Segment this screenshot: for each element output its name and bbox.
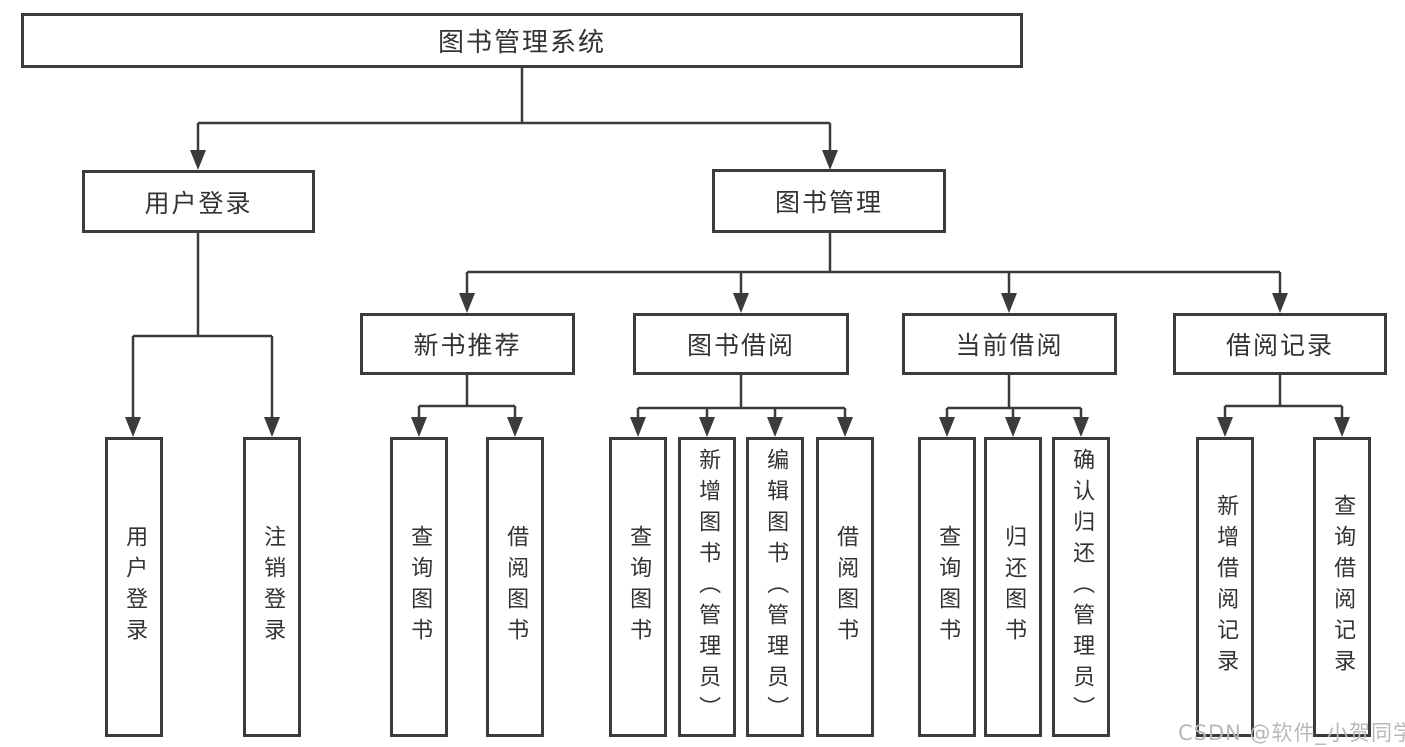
leaf-query-borrow-record-label: 查询借阅记录 bbox=[1330, 494, 1356, 680]
leaf-confirm-return-admin: 确认归还（管理员） bbox=[1052, 437, 1110, 737]
node-borrow-records: 借阅记录 bbox=[1173, 313, 1387, 375]
leaf-query-books-recommend: 查询图书 bbox=[390, 437, 448, 737]
leaf-confirm-return-admin-label: 确认归还（管理员） bbox=[1069, 447, 1095, 727]
leaf-return-books-label: 归还图书 bbox=[1001, 525, 1027, 649]
leaf-query-borrow-record: 查询借阅记录 bbox=[1313, 437, 1371, 737]
leaf-query-books-borrow: 查询图书 bbox=[609, 437, 667, 737]
leaf-borrow-books-recommend: 借阅图书 bbox=[486, 437, 544, 737]
leaf-user-login: 用户登录 bbox=[105, 437, 163, 737]
connector-lines bbox=[131, 68, 1344, 420]
leaf-query-books-current-label: 查询图书 bbox=[935, 525, 961, 649]
arrowheads bbox=[125, 150, 1350, 437]
leaf-add-books-admin-label: 新增图书（管理员） bbox=[695, 447, 721, 727]
node-book-borrow-label: 图书借阅 bbox=[686, 331, 795, 360]
node-new-book-recommend-label: 新书推荐 bbox=[413, 331, 522, 360]
csdn-watermark: CSDN @软件_小贺同学 bbox=[1178, 721, 1405, 745]
leaf-add-borrow-record: 新增借阅记录 bbox=[1196, 437, 1254, 737]
leaf-user-login-label: 用户登录 bbox=[122, 525, 148, 649]
node-current-borrow-label: 当前借阅 bbox=[955, 331, 1064, 360]
leaf-add-books-admin: 新增图书（管理员） bbox=[678, 437, 736, 737]
leaf-query-books-recommend-label: 查询图书 bbox=[407, 525, 433, 649]
leaf-edit-books-admin-label: 编辑图书（管理员） bbox=[763, 447, 789, 727]
node-current-borrow: 当前借阅 bbox=[902, 313, 1117, 375]
leaf-borrow-books: 借阅图书 bbox=[816, 437, 874, 737]
leaf-add-borrow-record-label: 新增借阅记录 bbox=[1213, 494, 1239, 680]
node-user-login: 用户登录 bbox=[82, 170, 315, 233]
leaf-edit-books-admin: 编辑图书（管理员） bbox=[746, 437, 804, 737]
leaf-borrow-books-recommend-label: 借阅图书 bbox=[503, 525, 529, 649]
node-user-login-label: 用户登录 bbox=[144, 188, 253, 218]
node-borrow-records-label: 借阅记录 bbox=[1225, 331, 1334, 360]
leaf-logout-label: 注销登录 bbox=[260, 525, 286, 649]
leaf-return-books: 归还图书 bbox=[984, 437, 1042, 737]
node-book-borrow: 图书借阅 bbox=[633, 313, 849, 375]
leaf-query-books-borrow-label: 查询图书 bbox=[626, 525, 652, 649]
leaf-logout: 注销登录 bbox=[243, 437, 301, 737]
node-root-label: 图书管理系统 bbox=[437, 28, 606, 58]
node-root: 图书管理系统 bbox=[21, 13, 1023, 68]
node-book-management-label: 图书管理 bbox=[774, 188, 883, 217]
node-book-management: 图书管理 bbox=[712, 169, 946, 233]
leaf-query-books-current: 查询图书 bbox=[918, 437, 976, 737]
leaf-borrow-books-label: 借阅图书 bbox=[833, 525, 859, 649]
node-new-book-recommend: 新书推荐 bbox=[360, 313, 575, 375]
